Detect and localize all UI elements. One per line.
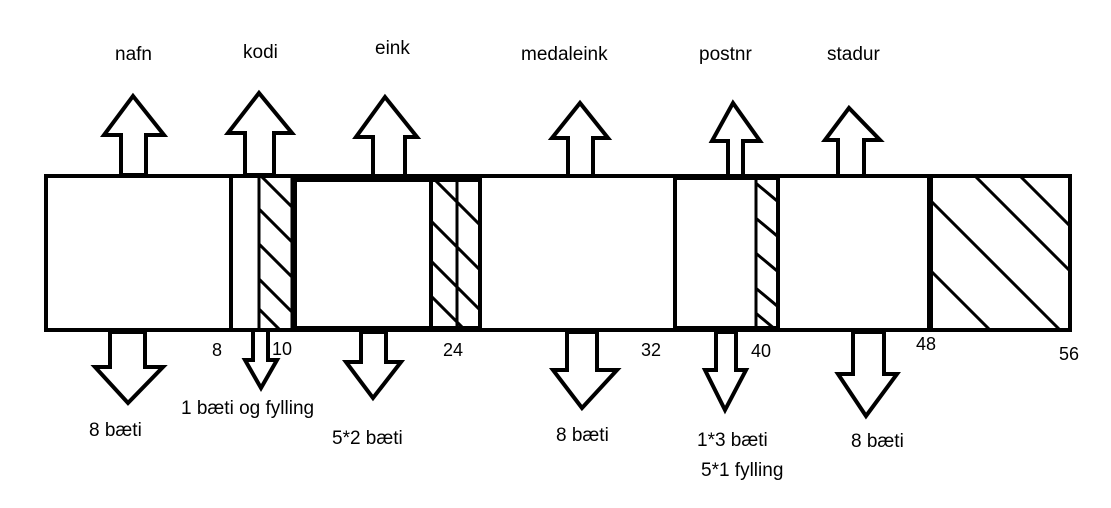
size-label-postnr: 1*3 bæti (697, 430, 768, 451)
arrow-down-icon (548, 330, 622, 412)
kodi-padding-hatch (259, 178, 293, 329)
arrow-down-icon (834, 330, 901, 420)
arrow-up-icon (100, 92, 169, 177)
arrow-up-icon (708, 99, 764, 178)
arrow-up-icon (547, 99, 613, 178)
size-label-kodi: 1 bæti og fylling (181, 398, 314, 419)
up-arrows (100, 89, 885, 178)
size-label-eink: 5*2 bæti (332, 428, 403, 449)
offset-label: 32 (641, 340, 661, 360)
offset-label: 8 (212, 340, 222, 360)
down-arrows (90, 328, 901, 420)
size-label-medaleink: 8 bæti (556, 425, 609, 446)
arrow-up-icon (352, 93, 422, 178)
offset-label: 56 (1059, 344, 1079, 364)
field-label-nafn: nafn (115, 44, 152, 65)
arrow-up-icon (223, 89, 297, 177)
arrow-down-icon (701, 330, 750, 415)
offset-label: 24 (443, 340, 463, 360)
field-label-medaleink: medaleink (521, 44, 608, 65)
trailing-padding-hatch (930, 176, 1070, 330)
record-bar (44, 174, 1072, 332)
eink-padding-hatch (431, 180, 479, 329)
arrow-down-icon (241, 328, 281, 393)
field-label-stadur: stadur (827, 44, 880, 65)
postnr-padding-hatch (756, 181, 776, 328)
offset-label: 10 (272, 339, 292, 359)
size-label-postnr-padding: 5*1 fylling (701, 460, 783, 481)
arrow-down-icon (90, 330, 168, 406)
size-label-stadur: 8 bæti (851, 431, 904, 452)
offset-label: 48 (916, 334, 936, 354)
arrow-up-icon (821, 104, 885, 178)
field-label-eink: eink (375, 38, 410, 59)
field-label-postnr: postnr (699, 44, 752, 65)
field-label-kodi: kodi (243, 42, 278, 63)
size-label-nafn: 8 bæti (89, 420, 142, 441)
arrow-down-icon (342, 330, 406, 402)
offset-label: 40 (751, 341, 771, 361)
